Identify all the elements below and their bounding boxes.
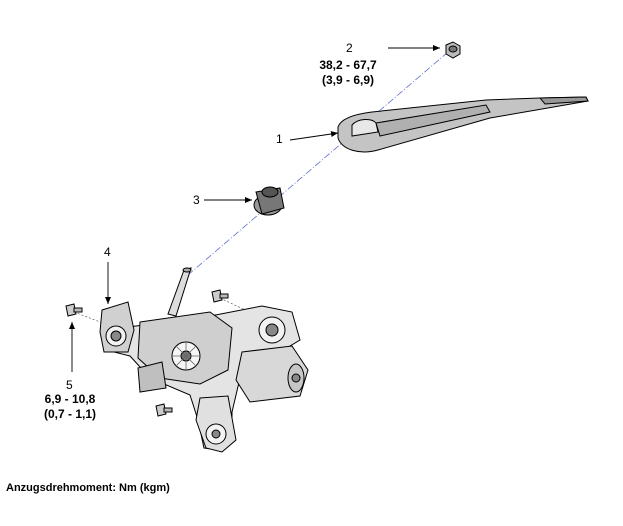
bolt-part-bottom: [155, 403, 173, 417]
callout-number-3: 3: [193, 193, 200, 207]
torque-unit-caption: Anzugsdrehmoment: Nm (kgm): [6, 482, 170, 494]
callout-number-2: 2: [346, 41, 353, 55]
assembly-axis-line: [187, 51, 449, 276]
torque-kgm-value-2: (3,9 - 6,9): [321, 73, 375, 87]
bolt-part-top: [211, 289, 229, 303]
leader-line-1: [289, 131, 339, 141]
callout-number-1: 1: [276, 132, 283, 146]
nut-part: [445, 41, 461, 59]
bolt-part-left: [65, 303, 83, 317]
callout-number-5: 5: [66, 378, 73, 392]
wiper-arm-part: [337, 96, 589, 153]
torque-value-5: 6,9 - 10,8: [44, 392, 96, 406]
cap-part: [253, 186, 285, 216]
callout-number-4: 4: [104, 245, 111, 259]
torque-value-2: 38,2 - 67,7: [319, 58, 377, 72]
motor-assembly-part: [99, 267, 309, 453]
torque-kgm-value-5: (0,7 - 1,1): [43, 407, 97, 421]
